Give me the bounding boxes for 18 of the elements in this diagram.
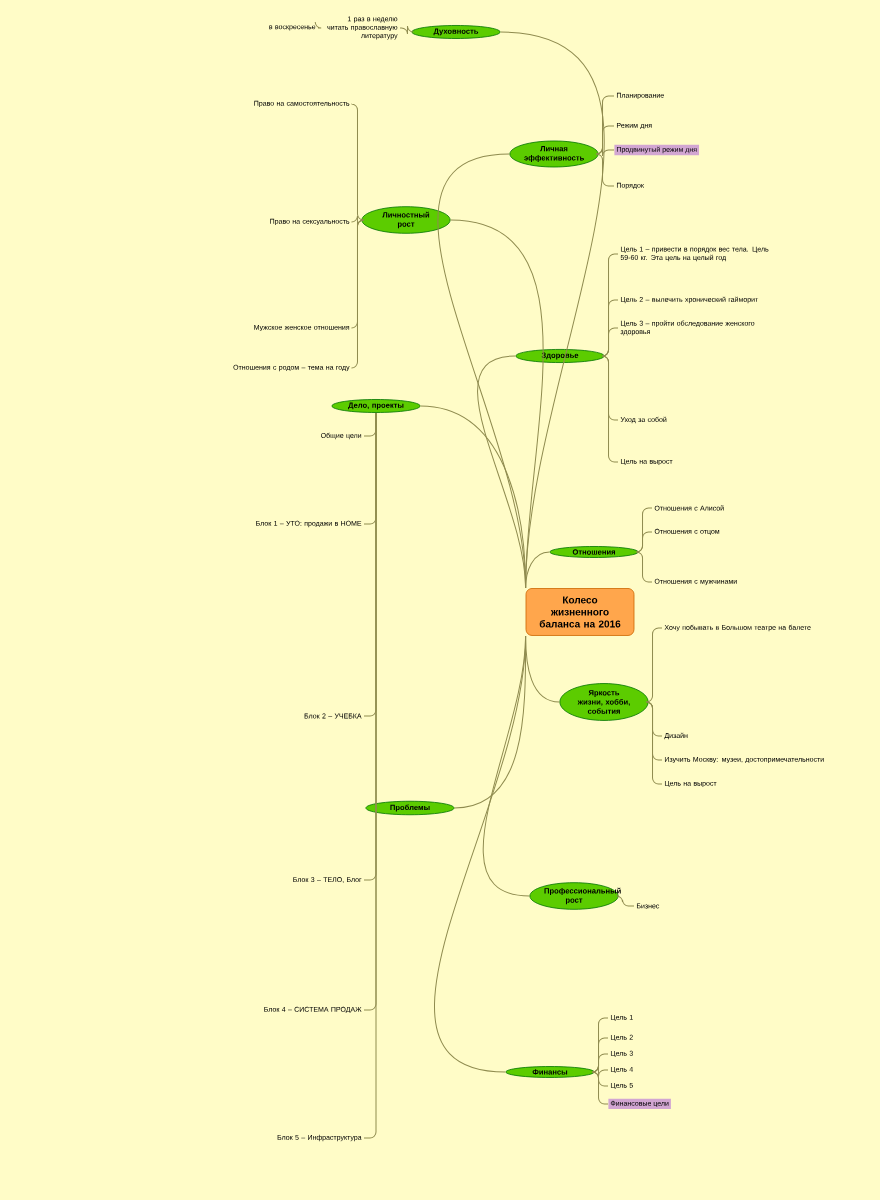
branch-line bbox=[636, 531, 653, 553]
branch-line bbox=[646, 701, 663, 785]
branch-line bbox=[350, 219, 364, 369]
branch-line bbox=[616, 895, 635, 907]
branch-line bbox=[596, 153, 615, 187]
branch-line bbox=[592, 1065, 609, 1077]
branch-line bbox=[602, 355, 619, 463]
branch-line bbox=[646, 627, 663, 703]
branch-line bbox=[399, 25, 414, 35]
branch-line bbox=[592, 1071, 609, 1105]
branch-line bbox=[636, 551, 653, 583]
branch-line bbox=[596, 147, 615, 157]
branch-line bbox=[350, 103, 364, 221]
branch-line bbox=[434, 635, 527, 1073]
branch-line bbox=[314, 21, 322, 29]
branch-line bbox=[602, 327, 619, 357]
branch-line bbox=[350, 215, 364, 227]
branch-line bbox=[525, 551, 550, 589]
